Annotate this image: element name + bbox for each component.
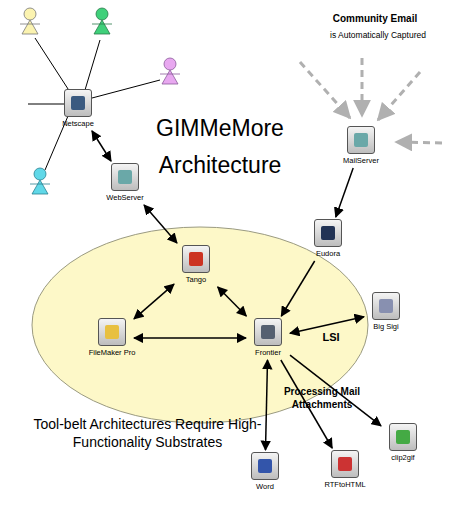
node-label: Netscape	[48, 119, 108, 129]
node-label: clip2gif	[373, 453, 433, 463]
user-figure	[20, 8, 40, 34]
note-label: Community Email	[300, 12, 450, 25]
node-label: Eudora	[298, 249, 358, 259]
tool-icon-mark	[379, 299, 393, 313]
tool-icon-mark	[118, 170, 132, 184]
tool-icon	[98, 318, 126, 346]
tool-icon-mark	[321, 226, 335, 240]
tool-icon-mark	[105, 325, 119, 339]
connector-arrow	[144, 205, 177, 243]
node-label: Big Sigi	[356, 322, 416, 332]
tool-node: MailServer	[331, 126, 391, 166]
tool-icon-mark	[71, 96, 85, 110]
connector-arrow	[134, 337, 246, 339]
tool-icon	[64, 89, 92, 117]
user-figure	[30, 168, 50, 194]
connector-arrow	[336, 168, 353, 217]
tool-icon-mark	[396, 430, 410, 444]
tool-node: Big Sigi	[356, 292, 416, 332]
tool-icon	[314, 219, 342, 247]
node-label: FileMaker Pro	[82, 348, 142, 358]
tool-icon	[254, 318, 282, 346]
tool-node: Netscape	[48, 89, 108, 129]
node-label: Frontier	[238, 348, 298, 358]
tool-icon-mark	[261, 325, 275, 339]
tool-node: WebServer	[95, 163, 155, 203]
tool-node: Word	[235, 452, 295, 492]
tool-node: RTFtoHTML	[315, 450, 375, 490]
tool-node: Tango	[166, 245, 226, 285]
note-label: Processing Mail Attachments	[262, 385, 382, 411]
user-figure	[92, 8, 112, 34]
tool-node: FileMaker Pro	[82, 318, 142, 358]
connector-arrow	[265, 360, 267, 450]
node-label: Tango	[166, 275, 226, 285]
node-label: Word	[235, 482, 295, 492]
user-figure	[160, 58, 180, 84]
node-label: RTFtoHTML	[315, 480, 375, 490]
tool-icon	[347, 126, 375, 154]
tool-icon	[111, 163, 139, 191]
tool-icon-mark	[258, 459, 272, 473]
tool-icon	[251, 452, 279, 480]
tool-icon	[331, 450, 359, 478]
connector-arrow	[92, 131, 111, 161]
connector-arrow	[290, 317, 364, 333]
user-links	[28, 38, 160, 170]
tool-icon-mark	[338, 457, 352, 471]
tool-icon	[372, 292, 400, 320]
tool-icon	[182, 245, 210, 273]
tool-node: Frontier	[238, 318, 298, 358]
note-label: is Automatically Captured	[298, 30, 458, 42]
connector-arrow	[281, 261, 314, 316]
tool-node: Eudora	[298, 219, 358, 259]
node-label: MailServer	[331, 156, 391, 166]
tool-icon-mark	[189, 252, 203, 266]
tool-node: clip2gif	[373, 423, 433, 463]
connector-arrow	[218, 287, 247, 316]
node-label: WebServer	[95, 193, 155, 203]
diagram-title: GIMMeMore Architecture	[135, 110, 305, 184]
diagram-caption: Tool-belt Architectures Require High-Fun…	[30, 415, 265, 451]
tool-icon	[389, 423, 417, 451]
edge-label: LSI	[323, 331, 340, 343]
tool-icon-mark	[354, 133, 368, 147]
connector-arrow	[134, 284, 174, 319]
